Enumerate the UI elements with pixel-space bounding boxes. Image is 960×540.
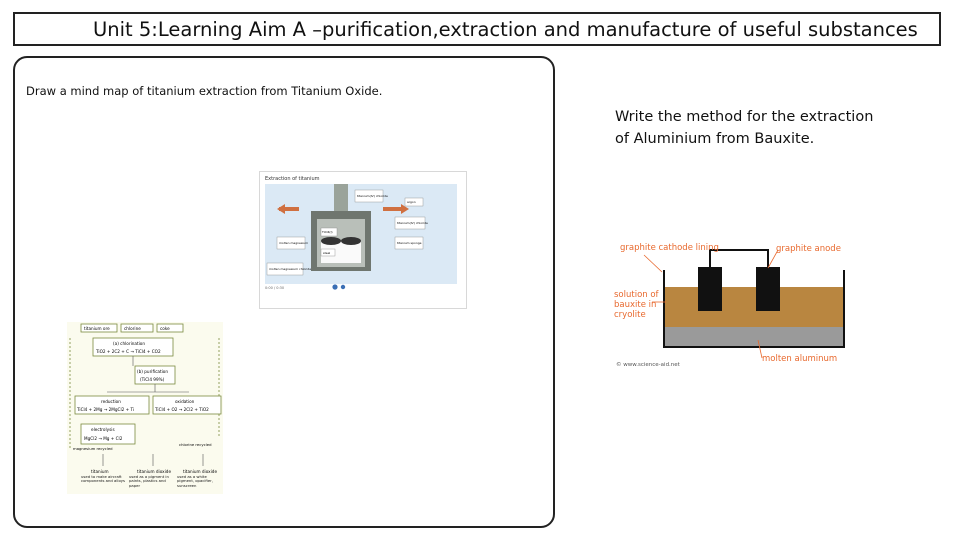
label-ticl4: TiCl4(l) (321, 230, 333, 234)
step2-sub: (TiCl4 99%) (140, 377, 165, 382)
label-mgcl: molten magnesium chloride (269, 267, 311, 271)
titanium-extraction-figure: Extraction of titanium titanium(IV) chlo… (259, 171, 467, 309)
step1-eq: TiO2 + 2C2 + C → TiCl4 + CO2 (95, 349, 161, 354)
mind-map-panel (13, 56, 555, 528)
step2-title: (b) purification (137, 369, 168, 374)
output2-desc: used as a pigment in paints, plastics an… (129, 475, 169, 488)
aluminium-electrolysis-figure: graphite cathode lining graphite anode s… (612, 240, 852, 370)
step1-title: (a) chlorination (113, 341, 145, 346)
input-2: chlorine (124, 326, 141, 331)
recycle-mg: magnesium recycled (73, 446, 113, 451)
output2-title: titanium dioxide (137, 469, 171, 474)
title-bar: Unit 5:Learning Aim A –purification,extr… (13, 12, 941, 46)
graphite-anode-1 (698, 267, 722, 311)
step5-title: electrolysis (91, 427, 115, 432)
molten-aluminium (664, 327, 844, 347)
circuit-wire (709, 249, 769, 267)
recycle-cl: chlorine recycled (179, 442, 212, 447)
label-cathode: graphite cathode lining (620, 243, 719, 253)
label-steel: steel (323, 251, 330, 255)
titanium-figure-title: Extraction of titanium (265, 176, 320, 182)
play-icon[interactable] (332, 284, 338, 290)
aluminium-prompt-line-1: Write the method for the extraction (615, 109, 874, 125)
next-icon[interactable] (340, 284, 346, 290)
input-1: titanium ore (84, 326, 110, 331)
electrolyte (664, 287, 844, 327)
label-anode: graphite anode (776, 244, 841, 254)
input-3: coke (160, 326, 170, 331)
figure-credit: © www.science-aid.net (616, 361, 681, 368)
output1-desc: used to make aircraft components and all… (81, 475, 125, 484)
tank-outline (663, 270, 845, 348)
output3-desc: used as a white pigment, opacifier, suns… (177, 475, 213, 488)
step3-eq: TiCl4 + 2Mg → 2MgCl2 + Ti (76, 407, 134, 412)
aluminium-prompt-line-2: of Aluminium from Bauxite. (615, 131, 815, 147)
label-molten: molten aluminum (762, 354, 837, 364)
label-mg: molten magnesium (279, 241, 308, 245)
graphite-anode-2 (756, 267, 780, 311)
label-vessel: titanium(IV) chloride (397, 221, 428, 225)
titanium-flowchart: titanium ore chlorine coke (a) chlorinat… (67, 322, 223, 494)
label-gas: titanium(IV) chloride (357, 194, 388, 198)
step4-eq: TiCl4 + O2 → 2Cl2 + TiO2 (154, 407, 209, 412)
aluminium-prompt: Write the method for the extraction of A… (615, 106, 905, 150)
output3-title: titanium dioxide (183, 469, 217, 474)
label-ti: titanium sponge (397, 241, 422, 245)
label-solution: solution of bauxite in cryolite (614, 290, 659, 320)
mind-map-prompt: Draw a mind map of titanium extraction f… (26, 84, 383, 98)
page-title: Unit 5:Learning Aim A –purification,extr… (93, 18, 918, 41)
step5-eq: MgCl2 → Mg + Cl2 (84, 436, 123, 441)
output1-title: titanium (91, 469, 109, 474)
step4-title: oxidation (175, 399, 195, 404)
label-argon: argon (407, 200, 416, 204)
step3-title: reduction (101, 399, 121, 404)
video-time: 0:00 / 0:30 (265, 286, 284, 290)
